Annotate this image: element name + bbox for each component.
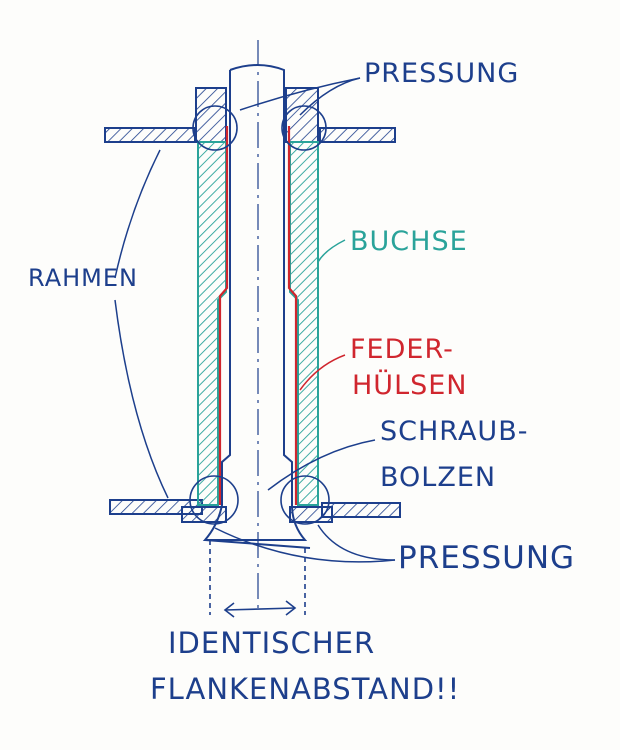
bottom-frame-plate [109, 499, 401, 518]
footer-line2: FLANKENABSTAND!! [150, 672, 461, 706]
detail-circles [189, 105, 330, 525]
bushing-left [197, 141, 227, 506]
bushing-right [289, 141, 319, 506]
dimension-marker [209, 540, 306, 618]
label-schraubbolzen-line2: BOLZEN [380, 462, 497, 493]
label-pressung-top: PRESSUNG [364, 58, 520, 89]
label-buchse: BUCHSE [350, 226, 468, 257]
label-rahmen: RAHMEN [28, 264, 138, 292]
label-schraubbolzen-line1: SCHRAUB- [380, 416, 529, 447]
top-press-blocks [195, 87, 319, 143]
bottom-press-blocks [181, 506, 333, 523]
leader-lines [114, 77, 396, 563]
screw-bolt [202, 64, 311, 549]
label-pressung-bottom: PRESSUNG [398, 540, 576, 576]
top-frame-plate [104, 127, 396, 143]
label-federhuelsen-line2: HÜLSEN [352, 370, 468, 401]
label-federhuelsen-line1: FEDER- [350, 334, 454, 365]
spring-sleeves [218, 126, 298, 505]
footer-line1: IDENTISCHER [168, 626, 376, 660]
